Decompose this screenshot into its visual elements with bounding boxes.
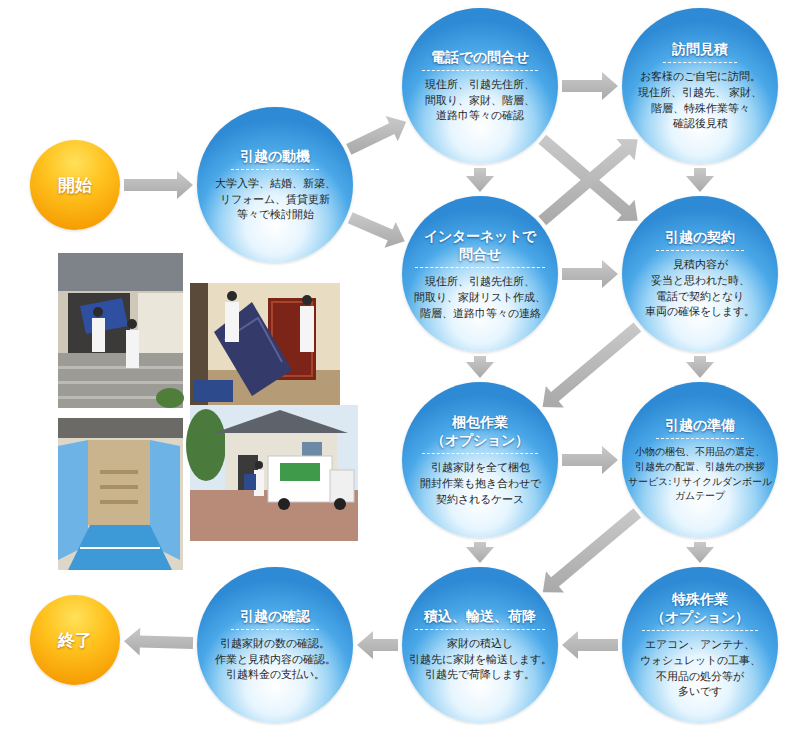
step-title: 引越の確認: [231, 607, 319, 630]
step-text: 引越家財の数の確認。 作業と見積内容の確認。 引越料金の支払い。: [214, 636, 337, 683]
moving-photo: [190, 283, 340, 405]
flow-arrow: [686, 542, 714, 563]
photo-wall: [138, 293, 183, 353]
photo-tree: [186, 409, 226, 481]
photo-truck-box: [268, 456, 332, 502]
step-text: 家財の積込し 引越先に家財を輸送します。 引越先で荷降します。: [408, 636, 553, 683]
photo-mat-stripe: [80, 547, 160, 549]
photo-shrub: [156, 388, 184, 408]
photo-truck-cab: [330, 470, 354, 502]
photo-stair: [100, 470, 138, 474]
step-title: 引越の動機: [231, 147, 319, 170]
step-circle: 積込、輸送、荷降家財の積込し 引越先に家財を輸送します。 引越先で荷降します。: [402, 567, 558, 723]
step-title: 引越の契約: [656, 228, 744, 251]
photo-wrapped-bundle: [193, 380, 233, 402]
step-text: 現住所、引越先住所、 間取り、家財リスト作成、 階層、道路巾等々の連絡: [413, 274, 547, 321]
photo-ceiling: [58, 418, 183, 438]
photo-interior: [88, 440, 150, 525]
step-text: 引越家財を全て梱包 開封作業も抱き合わせで 契約されるケース: [419, 460, 542, 507]
flow-arrow: [466, 168, 494, 192]
photo-mover-head: [227, 291, 237, 301]
step-circle: インターネットで 問合せ現住所、引越先住所、 間取り、家財リスト作成、 階層、道…: [402, 196, 558, 352]
step-circle: 引越の契約見積内容が 妥当と思われた時、 電話で契約となり 車両の確保をします。: [622, 196, 778, 352]
photo-mover: [92, 318, 105, 352]
photo-floor-mat: [68, 525, 172, 570]
photo-eave: [58, 253, 183, 291]
step-circle: 引越の確認引越家財の数の確認。 作業と見積内容の確認。 引越料金の支払い。: [197, 567, 353, 723]
terminal-circle: 開始: [30, 140, 120, 230]
step-text: 見積内容が 妥当と思われた時、 電話で契約となり 車両の確保をします。: [644, 257, 756, 320]
photo-mover-head: [93, 307, 103, 317]
step-text: 大学入学、結婚、新築、 リフォーム、賃貸更新 等々で検討開始: [214, 176, 337, 223]
step-title: 梱包作業 （オプション）: [422, 413, 538, 454]
step-title: インターネットで 問合せ: [415, 227, 545, 268]
terminal-label: 開始: [57, 175, 93, 195]
flow-arrow: [562, 631, 618, 659]
flow-arrow: [543, 508, 641, 592]
step-circle: 梱包作業 （オプション） 引越家財を全て梱包 開封作業も抱き合わせで 契約されるケ…: [402, 382, 558, 538]
terminal-circle: 終了: [30, 595, 120, 685]
step-circle: 特殊作業 （オプション） エアコン、アンテナ、 ウォシュレットの工事、 不用品の処…: [622, 567, 778, 723]
photo-stair: [100, 485, 138, 489]
step-text: エアコン、アンテナ、 ウォシュレットの工事、 不用品の処分等が 多いです: [639, 637, 762, 700]
photo-mover-head: [127, 319, 137, 329]
flow-arrow: [466, 542, 494, 563]
photo-mover: [225, 302, 239, 342]
moving-photo: [58, 253, 184, 408]
photo-stair: [100, 500, 138, 504]
photo-wheel: [334, 498, 346, 510]
flow-arrow: [124, 628, 193, 656]
photo-wheel: [278, 498, 290, 510]
step-circle: 訪問見積お客様のご自宅に訪問。 現住所、引越先、 家財、階層、特殊作業等々 確認…: [622, 8, 778, 164]
moving-photo: [58, 418, 183, 570]
terminal-label: 終了: [57, 630, 93, 650]
step-text: 現住所、引越先住所、 間取り、家財、階層、 道路巾等々の確認: [424, 77, 536, 124]
photo-mover-head: [302, 295, 312, 305]
flow-arrow: [543, 322, 642, 407]
photo-step-edge: [58, 381, 183, 384]
photo-steps: [58, 353, 183, 408]
photo-truck-logo: [280, 463, 320, 481]
photo-ground: [58, 253, 183, 408]
moving-photo: [186, 405, 358, 541]
flow-arrow: [686, 168, 714, 192]
photo-wrapped-bundle: [244, 474, 256, 490]
flow-arrow: [538, 139, 637, 225]
photo-roof: [214, 410, 348, 433]
step-text: 小物の梱包、不用品の選定、 引越先の配置、引越先の挨拶 サービス:リサイクルダン…: [626, 445, 775, 504]
photo-mover: [300, 306, 314, 352]
step-circle: 引越の動機大学入学、結婚、新築、 リフォーム、賃貸更新 等々で検討開始: [197, 107, 353, 263]
step-title: 特殊作業 （オプション）: [642, 590, 758, 631]
flow-arrow: [562, 446, 618, 474]
photo-mover-head: [255, 461, 263, 469]
flow-arrow: [346, 116, 406, 155]
step-circle: 電話での問合せ現住所、引越先住所、 間取り、家財、階層、 道路巾等々の確認: [402, 8, 558, 164]
flow-arrow: [357, 631, 398, 659]
photo-step-edge: [58, 366, 183, 369]
flow-arrow: [562, 72, 618, 100]
step-title: 積込、輸送、荷降: [415, 607, 545, 630]
photo-mover: [126, 330, 139, 368]
flow-arrow: [348, 212, 405, 248]
step-title: 引越の準備: [656, 416, 744, 439]
flow-arrow: [562, 260, 618, 288]
flow-arrow: [686, 356, 714, 378]
step-title: 電話での問合せ: [422, 48, 538, 71]
photo-doorway: [68, 293, 130, 353]
photo-window: [302, 442, 322, 456]
step-circle: 引越の準備小物の梱包、不用品の選定、 引越先の配置、引越先の挨拶 サービス:リサ…: [622, 382, 778, 538]
photo-ground: [58, 418, 183, 570]
photo-ground: [190, 283, 340, 405]
step-text: お客様のご自宅に訪問。 現住所、引越先、 家財、階層、特殊作業等々 確認後見積: [633, 69, 767, 132]
flow-arrow: [124, 171, 193, 199]
step-title: 訪問見積: [663, 40, 737, 63]
flow-arrow: [466, 356, 494, 378]
